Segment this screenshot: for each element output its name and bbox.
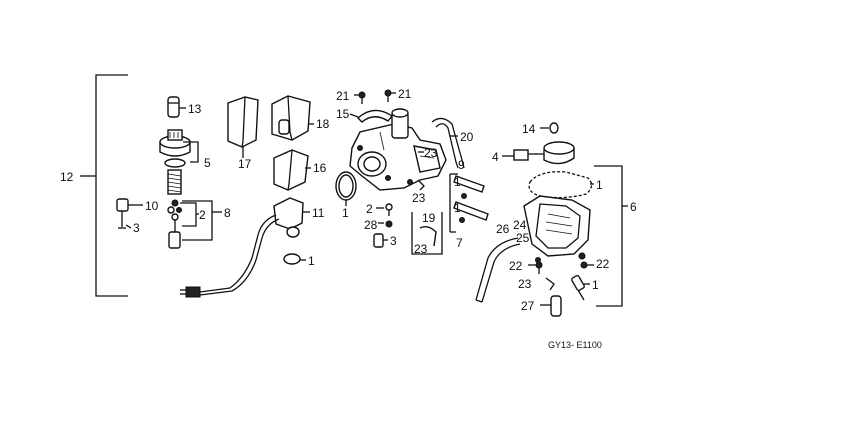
jet-needle-set-part (167, 199, 182, 249)
callout-19: 19 (422, 211, 436, 225)
callout-28: 28 (364, 218, 378, 232)
callout-18: 18 (316, 117, 330, 131)
chamber-19-box (411, 212, 443, 255)
callout-12: 12 (60, 170, 74, 184)
callout-21-right: 21 (398, 87, 412, 101)
small-screw-23 (545, 277, 555, 291)
spring-part (167, 169, 182, 195)
callout-24: 24 (513, 218, 527, 232)
needle-jet-part (167, 96, 186, 118)
auto-choke-part (180, 197, 310, 298)
callout-23-body: 23 (424, 146, 438, 160)
cap-14-part (540, 122, 559, 134)
callout-5: 5 (204, 156, 211, 170)
body-o-ring-part (335, 171, 357, 206)
callout-3-center: 3 (390, 234, 397, 248)
callout-22-left: 22 (509, 259, 523, 273)
o-ring-part (283, 253, 306, 265)
callout-1-jet-a: 1 (454, 175, 461, 189)
piston-cap-part (159, 129, 191, 168)
callout-26: 26 (496, 222, 510, 236)
callout-22-right: 22 (596, 257, 610, 271)
callout-8: 8 (224, 206, 231, 220)
float-chamber-part (523, 195, 591, 263)
callout-17: 17 (238, 157, 252, 171)
callout-6: 6 (630, 200, 637, 214)
callout-13: 13 (188, 102, 202, 116)
assembly-bracket-12 (80, 74, 128, 297)
callout-10: 10 (145, 199, 159, 213)
callout-1-left: 1 (308, 254, 315, 268)
callout-3-left: 3 (133, 221, 140, 235)
drawing-code-label: GY13- E1100 (548, 340, 602, 350)
jet-parts-28 (373, 203, 393, 248)
callout-15: 15 (336, 107, 350, 121)
callout-23-box: 23 (414, 242, 428, 256)
callout-1-body: 1 (342, 206, 349, 220)
main-jet-assembly-part (449, 173, 489, 233)
air-screw-part (571, 274, 590, 301)
callout-1-jet-b: 1 (454, 201, 461, 215)
callout-27: 27 (521, 299, 535, 313)
callout-23-right: 23 (518, 277, 532, 291)
drain-screw-22-left (528, 261, 543, 274)
drain-screw-22-right (580, 261, 594, 269)
callout-11: 11 (312, 206, 325, 220)
callout-4: 4 (492, 150, 499, 164)
pilot-screw-part (116, 198, 143, 229)
callout-1-gasket: 1 (596, 178, 603, 192)
chamber-gasket-part (528, 171, 594, 199)
top-cover-part (227, 96, 259, 158)
callout-25: 25 (516, 231, 530, 245)
insulator-clamp-part (356, 109, 394, 123)
float-valve-part (502, 141, 575, 165)
drain-plug-part (540, 295, 562, 317)
chamber-top-part (271, 95, 314, 141)
cover-16-part (273, 149, 311, 191)
clip-23-part (417, 179, 425, 191)
callout-23-clip: 23 (412, 191, 426, 205)
drain-tube-part (475, 237, 521, 303)
screw-21-right (384, 89, 396, 102)
callout-9: 9 (458, 158, 465, 172)
callout-1-screw: 1 (592, 278, 599, 292)
callout-2-center: 2 (366, 202, 373, 216)
callout-20: 20 (460, 130, 474, 144)
vent-tube-part (431, 117, 465, 169)
callout-16: 16 (313, 161, 327, 175)
bracket-6 (594, 165, 628, 307)
callout-7: 7 (456, 236, 463, 250)
callout-2-left: 2 (199, 208, 206, 222)
callout-21-left: 21 (336, 89, 350, 103)
screw-21-left (354, 91, 366, 104)
callout-14: 14 (522, 122, 536, 136)
